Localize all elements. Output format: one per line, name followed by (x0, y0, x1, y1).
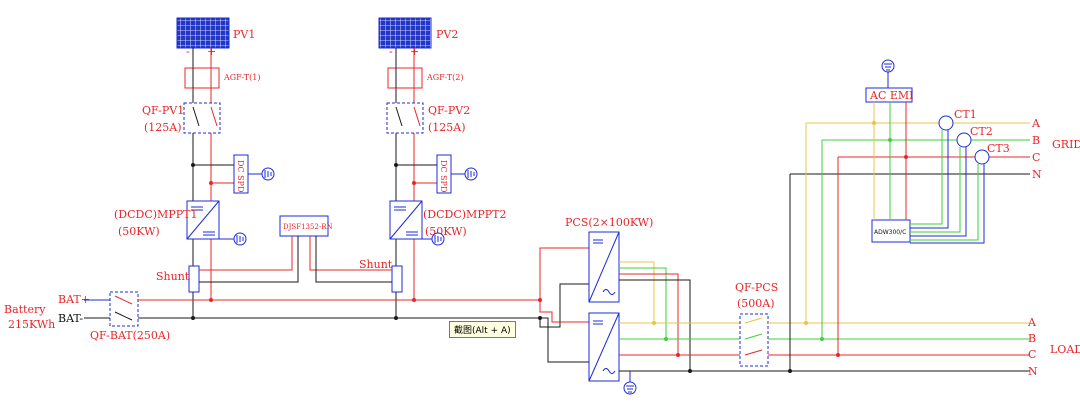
pv2-fuse (387, 67, 423, 89)
pv1-branch: PV1 - + AGF-T(1) QF-PV1 (125A) DC SPD (D… (114, 17, 275, 320)
screenshot-tooltip: 截图(Alt + A) (449, 321, 516, 338)
grid-phase-b: B (1032, 134, 1040, 147)
ct1-label: CT1 (954, 108, 977, 121)
pv2-shunt (391, 265, 403, 293)
grid-section: A B C N GRID AC EMI CT1 CT2 CT3 ADW300/C (788, 59, 1080, 373)
ground-icon (233, 232, 247, 246)
dc-meter: DJSF1352-RN (199, 215, 392, 283)
qf-pcs-section: QF-PCS (500A) A B C N LOAD (735, 281, 1080, 378)
pv1-panel-icon (176, 17, 230, 49)
ac-emi-box (865, 87, 913, 103)
load-phase-n: N (1028, 365, 1038, 378)
pv1-mppt-rating: (50KW) (118, 225, 160, 238)
watermark: 搜狐号@安科瑞程瑜 (866, 373, 1029, 395)
pv2-mppt-rating: (50KW) (425, 225, 467, 238)
pv1-breaker-label: QF-PV1 (142, 104, 184, 117)
pv1-fuse-label: AGF-T(1) (223, 73, 260, 82)
grid-phase-n: N (1032, 168, 1042, 181)
qf-pcs-breaker (739, 313, 769, 367)
pv1-spd-label: DC SPD (236, 160, 245, 192)
load-phase-c: C (1028, 348, 1036, 361)
ground-icon (261, 167, 275, 181)
qf-pcs-label: QF-PCS (735, 281, 778, 294)
bat-pos-label: BAT+ (58, 293, 90, 306)
ac-emi-label: AC EMI (869, 89, 914, 102)
grid-phase-c: C (1032, 151, 1040, 164)
load-phase-a: A (1027, 316, 1037, 329)
bat-neg-label: BAT- (58, 312, 83, 325)
pv1-minus: - (186, 45, 190, 58)
qf-pcs-rating: (500A) (737, 297, 775, 310)
pv1-fuse (184, 67, 220, 89)
ct1-icon (938, 115, 954, 131)
pcs-label: PCS(2×100KW) (565, 216, 653, 229)
pv2-plus: + (410, 45, 419, 58)
shunt2-label: Shunt (359, 258, 393, 271)
ct3-label: CT3 (987, 142, 1010, 155)
pv1-mppt-label: (DCDC)MPPT1 (114, 208, 197, 221)
bat-breaker-label: QF-BAT(250A) (90, 329, 170, 342)
pv1-breaker-rating: (125A) (144, 121, 182, 134)
load-phase-b: B (1028, 332, 1036, 345)
ground-icon (431, 232, 445, 246)
pv2-spd-label: DC SPD (439, 160, 448, 192)
ct3-icon (974, 149, 990, 165)
ground-icon (881, 59, 895, 73)
pv2-fuse-label: AGF-T(2) (426, 73, 463, 82)
ground-icon (464, 167, 478, 181)
load-label: LOAD (1050, 343, 1080, 356)
grid-label: GRID (1052, 138, 1080, 151)
battery-label: Battery (4, 303, 46, 316)
meter-label: DJSF1352-RN (283, 223, 333, 231)
shunt1-label: Shunt (156, 270, 190, 283)
pcs-section: PCS(2×100KW) (539, 216, 740, 395)
pv1-plus: + (207, 45, 216, 58)
pv2-label: PV2 (436, 28, 458, 41)
battery-capacity: 215KWh (8, 318, 55, 331)
ct2-icon (956, 132, 972, 148)
pv1-shunt (188, 265, 200, 293)
pv2-branch: PV2 - + AGF-T(2) QF-PV2 (125A) DC SPD (D… (359, 17, 506, 320)
grid-phase-a: A (1031, 117, 1041, 130)
pv2-breaker-label: QF-PV2 (428, 104, 470, 117)
adw-label: ADW300/C (874, 229, 906, 236)
pv2-minus: - (389, 45, 393, 58)
pv2-mppt-label: (DCDC)MPPT2 (423, 208, 506, 221)
ground-icon (623, 381, 637, 395)
battery-section: Battery 215KWh BAT+ BAT- QF-BAT(250A) (4, 291, 542, 342)
pv2-breaker-rating: (125A) (428, 121, 466, 134)
bat-breaker (109, 291, 139, 327)
pv2-panel-icon (378, 17, 432, 49)
adw-meter (871, 219, 911, 243)
pv1-label: PV1 (233, 28, 255, 41)
ct2-label: CT2 (970, 125, 993, 138)
